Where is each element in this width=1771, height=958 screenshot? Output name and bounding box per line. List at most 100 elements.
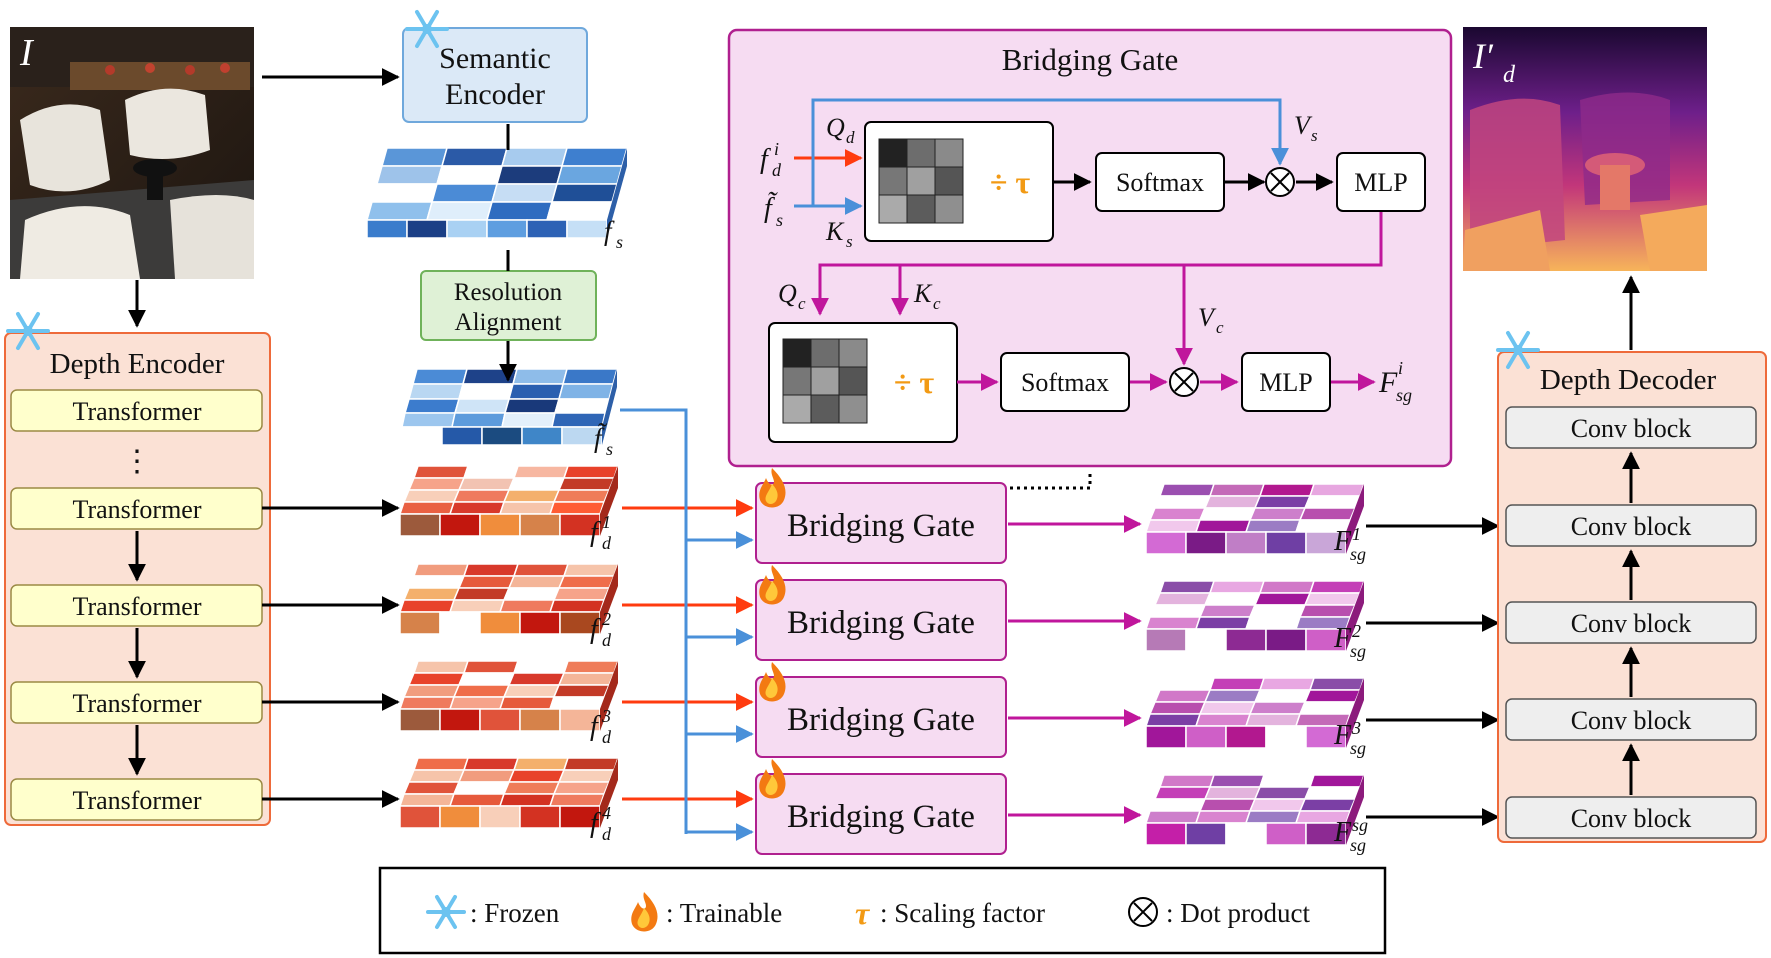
svg-text:1: 1	[602, 512, 611, 532]
conv-block-5: Conv block	[1505, 796, 1757, 839]
svg-text:d: d	[846, 128, 855, 147]
transformer-block-4: Transformer	[10, 681, 263, 724]
svg-text:sg: sg	[1350, 544, 1366, 564]
fused-feature-fsg4	[1144, 774, 1366, 846]
mlp-1: MLP	[1336, 152, 1426, 212]
svg-text:sg: sg	[1396, 385, 1412, 405]
svg-text:d: d	[602, 630, 612, 650]
svg-text:sg: sg	[1350, 641, 1366, 661]
svg-text:2: 2	[602, 609, 611, 629]
svg-text:K: K	[825, 217, 845, 246]
depth-feature-fd1	[398, 465, 620, 537]
svg-text:c: c	[933, 294, 941, 313]
dot-product-2	[1169, 367, 1199, 397]
fs-label-sub: s	[616, 232, 623, 252]
fd1-label: f 1 d	[590, 512, 612, 553]
svg-text:s: s	[776, 210, 783, 230]
transformer-label: Transformer	[72, 397, 201, 426]
resolution-alignment-label-1: Resolution	[454, 279, 563, 306]
legend-tau-symbol: τ	[855, 895, 871, 931]
bridging-gate-label: Bridging Gate	[787, 702, 975, 738]
vs-label: V s	[1294, 111, 1318, 145]
svg-text:f: f	[760, 144, 771, 175]
transformer-label: Transformer	[72, 495, 201, 524]
depth-decoder-title: Depth Decoder	[1540, 364, 1717, 396]
transformer-label: Transformer	[72, 592, 201, 621]
svg-text:K: K	[913, 279, 933, 308]
conv-block-4: Conv block	[1505, 698, 1757, 741]
legend-dot-product-label: : Dot product	[1166, 898, 1310, 928]
conv-block-label: Conv block	[1571, 804, 1692, 833]
bridging-gate-4: Bridging Gate	[755, 773, 1007, 855]
bridging-gate-1: Bridging Gate	[755, 482, 1007, 564]
fs-label: f	[604, 216, 615, 246]
fd2-label: f 2 d	[590, 609, 612, 650]
fsg1-label: F 1 sg	[1333, 524, 1366, 564]
depth-feature-fd3	[398, 660, 620, 732]
divide-tau-1: ÷ τ	[990, 164, 1031, 200]
svg-text:F: F	[1333, 623, 1352, 654]
semantic-encoder-label-2: Encoder	[445, 78, 545, 111]
fs-tilde-label-sub: s	[606, 439, 613, 459]
svg-text:Softmax: Softmax	[1116, 168, 1204, 197]
detail-input-fd-label: f i d	[760, 139, 782, 180]
svg-text:V: V	[1294, 111, 1313, 140]
conv-block-label: Conv block	[1571, 512, 1692, 541]
gate-1-trainable-icon	[759, 468, 786, 508]
svg-text:F: F	[1333, 526, 1352, 557]
legend-box	[378, 866, 1387, 955]
depth-decoder-frozen-icon	[1496, 331, 1540, 369]
output-depth-image	[1463, 27, 1707, 271]
conv-block-2: Conv block	[1505, 504, 1757, 547]
svg-text:sg: sg	[1350, 738, 1366, 758]
fused-feature-fsg1	[1144, 483, 1366, 555]
legend-scaling-label: : Scaling factor	[880, 898, 1045, 928]
dot-product-1	[1265, 167, 1295, 197]
svg-text:Q: Q	[778, 279, 797, 308]
fd4-label: f 4 d	[590, 803, 612, 844]
fd3-label: f 3 d	[590, 706, 612, 747]
fsg4-label: F sg sg	[1333, 815, 1368, 855]
legend-frozen-label: : Frozen	[470, 898, 560, 928]
kc-label: K c	[913, 279, 941, 313]
transformer-label: Transformer	[72, 786, 201, 815]
svg-text:V: V	[1198, 303, 1217, 332]
semantic-to-gate-arrows	[620, 408, 754, 841]
conv-block-label: Conv block	[1571, 706, 1692, 735]
input-image-label: I	[19, 32, 35, 74]
svg-text:4: 4	[602, 803, 611, 823]
svg-text:3: 3	[601, 706, 611, 726]
svg-text:d: d	[602, 824, 612, 844]
bridging-gate-label: Bridging Gate	[787, 605, 975, 641]
svg-text:3: 3	[1351, 718, 1361, 738]
bridging-gate-label: Bridging Gate	[787, 508, 975, 544]
svg-text:f: f	[590, 517, 601, 548]
svg-text:F: F	[1378, 366, 1398, 399]
resolution-alignment-label-2: Alignment	[455, 309, 562, 336]
transformer-block-5: Transformer	[10, 778, 263, 821]
transformer-block-2: Transformer	[10, 487, 263, 530]
svg-text:2: 2	[1352, 621, 1361, 641]
svg-text:c: c	[798, 294, 806, 313]
transformer-block-3: Transformer	[10, 584, 263, 627]
svg-text:s: s	[846, 232, 853, 251]
svg-text:MLP: MLP	[1259, 368, 1312, 397]
bridging-gate-2: Bridging Gate	[755, 579, 1007, 661]
svg-text:f: f	[590, 808, 601, 839]
detail-callout-line	[1010, 470, 1092, 490]
fsg3-label: F 3 sg	[1333, 718, 1366, 758]
svg-text:Q: Q	[826, 113, 845, 142]
transformer-ellipsis: ⋮	[122, 445, 152, 478]
fsg2-label: F 2 sg	[1333, 621, 1366, 661]
semantic-encoder-label-1: Semantic	[439, 42, 551, 75]
output-image-label: I′	[1472, 36, 1494, 76]
transformer-block-1: Transformer	[10, 389, 263, 432]
input-image	[10, 27, 254, 279]
svg-text:Softmax: Softmax	[1021, 368, 1109, 397]
svg-text:f: f	[590, 711, 601, 742]
svg-text:F: F	[1333, 817, 1352, 848]
softmax-2: Softmax	[1000, 352, 1130, 412]
svg-text:d: d	[602, 727, 612, 747]
ks-label: K s	[825, 217, 853, 251]
